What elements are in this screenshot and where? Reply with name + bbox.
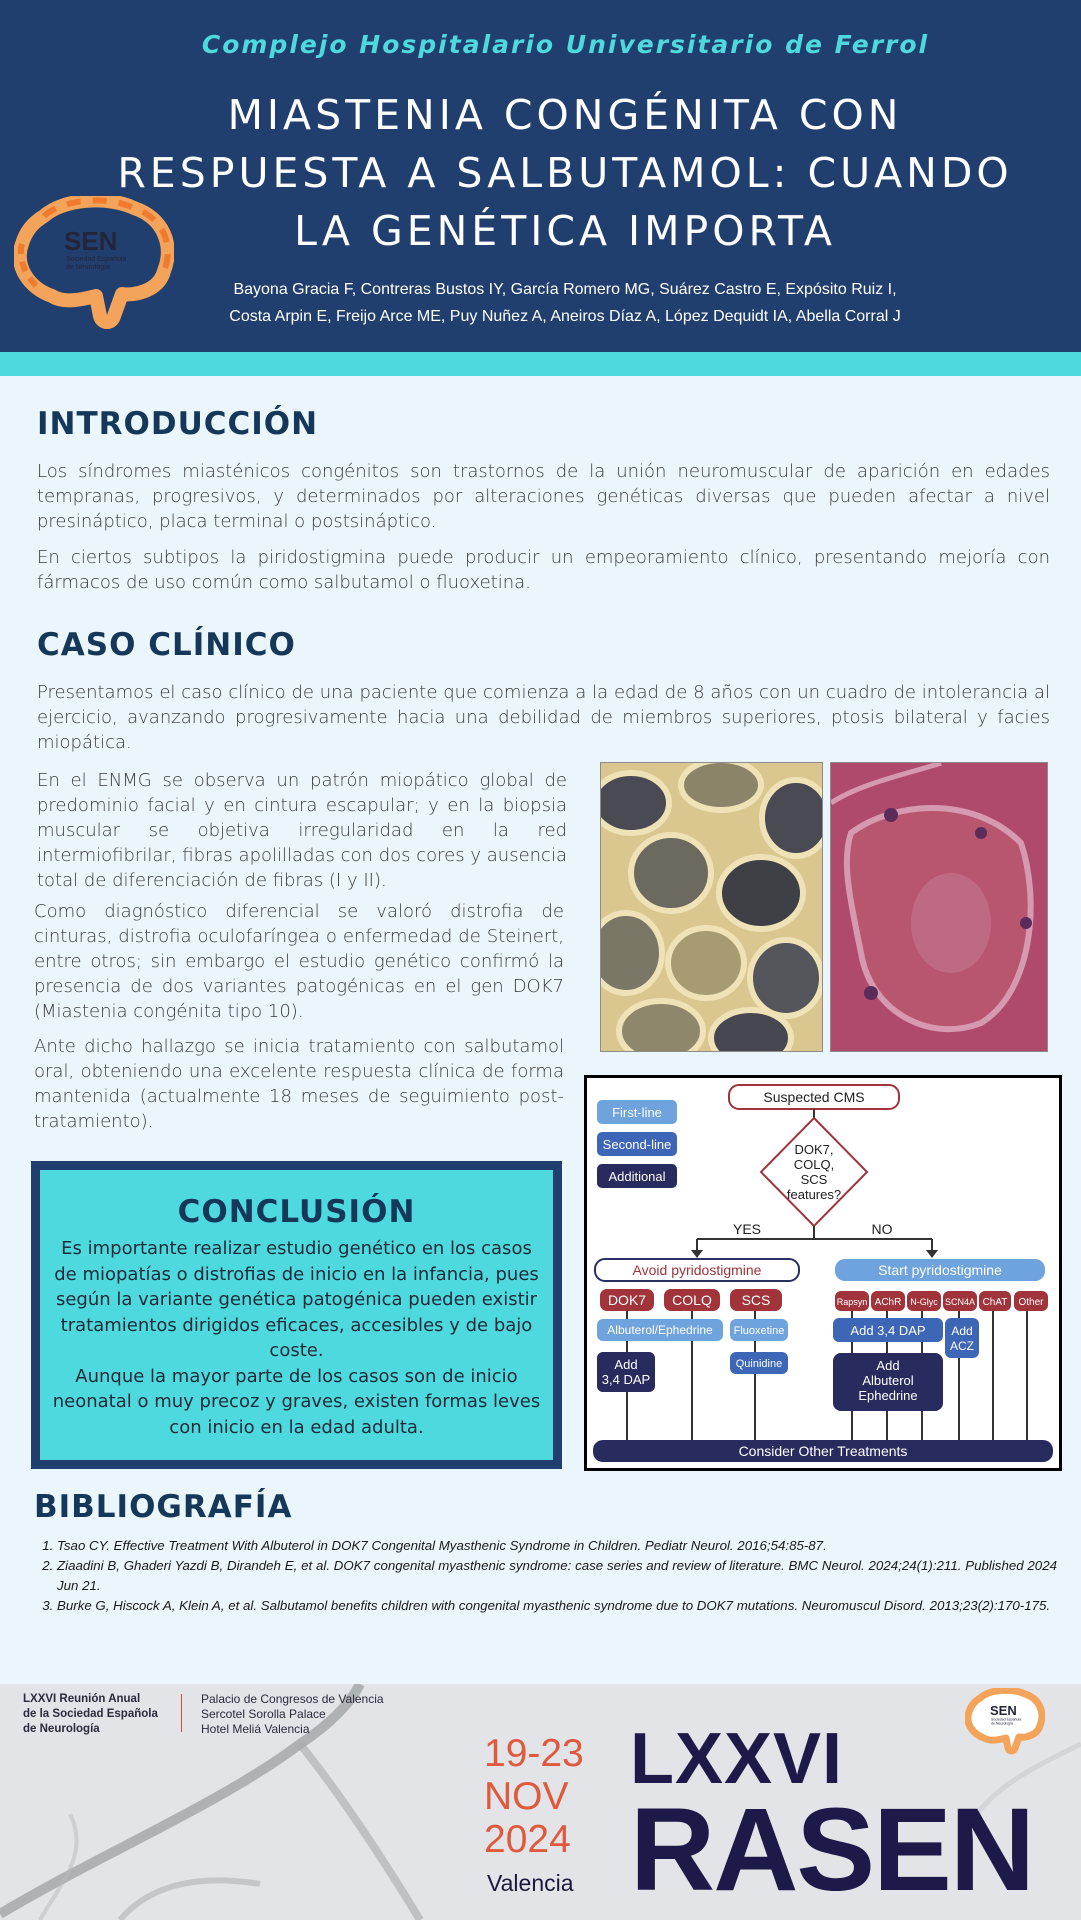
start-pyridostigmine-node: Start pyridostigmine	[878, 1262, 1002, 1278]
add-acz-line-1: Add	[951, 1324, 972, 1338]
header-accent-band	[0, 352, 1081, 376]
footer-logo-text: SEN	[990, 1703, 1017, 1718]
venue-2: Sercotel Sorolla Palace	[201, 1707, 326, 1721]
header: Complejo Hospitalario Universitario de F…	[0, 0, 1081, 352]
intro-paragraph-2: En ciertos subtipos la piridostigmina pu…	[37, 547, 1050, 593]
conclusion-box: CONCLUSIÓN Es importante realizar estudi…	[31, 1161, 562, 1469]
authors-line-1: Bayona Gracia F, Contreras Bustos IY, Ga…	[233, 281, 897, 298]
gene-chat: ChAT	[983, 1297, 1008, 1308]
add-dap-left-line-2: 3,4 DAP	[602, 1372, 650, 1387]
muscle-fibers-image	[601, 763, 822, 1051]
conclusion-title: CONCLUSIÓN	[177, 1194, 416, 1230]
authors: Bayona Gracia F, Contreras Bustos IY, Ga…	[150, 276, 980, 330]
gene-rapsyn: Rapsyn	[837, 1297, 868, 1307]
conclusion-paragraph-1: Es importante realizar estudio genético …	[54, 1238, 539, 1361]
footer-venues: Palacio de Congresos de Valencia Sercote…	[201, 1692, 384, 1737]
footer-logo-subtext: Sociedad Española de Neurología	[991, 1718, 1022, 1726]
add-dap-left-line-1: Add	[614, 1357, 637, 1372]
diamond-line-4: features?	[787, 1187, 841, 1202]
org-line-1: LXXVI Reunión Anual	[23, 1693, 141, 1705]
reference-item: Burke G, Hiscock A, Klein A, et al. Salb…	[57, 1596, 1057, 1616]
case-paragraph-1: Presentamos el caso clínico de una pacie…	[37, 682, 1050, 753]
event-name: RASEN	[630, 1784, 1035, 1916]
footer-separator	[181, 1694, 182, 1732]
flowchart-diagram: First-line Second-line Additional Suspec…	[593, 1084, 1053, 1462]
hospital-name: Complejo Hospitalario Universitario de F…	[201, 30, 930, 59]
intro-title: INTRODUCCIÓN	[37, 406, 319, 442]
event-days: 19-23	[484, 1732, 584, 1775]
gene-n-glyc: N-Glyc	[910, 1297, 938, 1307]
neuron-background-image	[0, 1684, 1081, 1920]
logo-subtext: Sociedad Española de Neurología	[66, 256, 127, 271]
biopsy-image-nadh	[600, 762, 823, 1052]
event-year: 2024	[484, 1818, 571, 1861]
footer-organization: LXXVI Reunión Anual de la Sociedad Españ…	[23, 1692, 158, 1737]
legend-first-line: First-line	[612, 1105, 662, 1120]
reference-item: Ziaadini B, Ghaderi Yazdi B, Dirandeh E,…	[57, 1556, 1057, 1596]
treatment-flowchart: First-line Second-line Additional Suspec…	[584, 1075, 1062, 1471]
venue-1: Palacio de Congresos de Valencia	[201, 1692, 384, 1706]
case-paragraph-2: En el ENMG se observa un patrón miopátic…	[37, 770, 567, 891]
footer-banner: LXXVI Reunión Anual de la Sociedad Españ…	[0, 1684, 1081, 1920]
event-month: NOV	[484, 1775, 569, 1818]
footer-sen-logo: SEN Sociedad Española de Neurología	[964, 1686, 1046, 1756]
legend-additional: Additional	[608, 1169, 665, 1184]
biblio-title: BIBLIOGRAFÍA	[34, 1489, 293, 1525]
org-line-3: de Neurología	[23, 1723, 100, 1735]
case-title: CASO CLÍNICO	[37, 627, 296, 663]
gene-scn4a: SCN4A	[945, 1297, 975, 1307]
gene-dok7: DOK7	[608, 1292, 646, 1308]
event-dates: 19-23 NOV 2024	[484, 1732, 584, 1861]
case-paragraph-3: Como diagnóstico diferencial se valoró d…	[34, 901, 564, 1022]
conclusion-paragraph-2: Aunque la mayor parte de los casos son d…	[52, 1365, 541, 1438]
albuterol-ephedrine-node: Albuterol/Ephedrine	[607, 1323, 713, 1337]
reference-list: Tsao CY. Effective Treatment With Albute…	[38, 1536, 1057, 1616]
sen-logo: SEN Sociedad Española de Neurología	[12, 193, 175, 331]
add-dap-right-node: Add 3,4 DAP	[850, 1323, 925, 1338]
no-label: NO	[872, 1221, 893, 1237]
yes-label: YES	[733, 1221, 761, 1237]
avoid-pyridostigmine-node: Avoid pyridostigmine	[633, 1262, 762, 1278]
intro-paragraph-1: Los síndromes miasténicos congénitos son…	[37, 461, 1050, 532]
brain-icon	[964, 1686, 1046, 1755]
biopsy-image-he	[830, 762, 1048, 1052]
consider-other-treatments-node: Consider Other Treatments	[739, 1443, 908, 1459]
logo-text: SEN	[64, 226, 118, 256]
case-paragraph-4: Ante dicho hallazgo se inicia tratamient…	[34, 1036, 564, 1132]
gene-other: Other	[1018, 1297, 1044, 1308]
venue-3: Hotel Meliá Valencia	[201, 1722, 310, 1736]
quinidine-node: Quinidine	[736, 1358, 782, 1370]
add-albuterol-line-2: Albuterol	[862, 1373, 913, 1388]
gene-achr: AChR	[875, 1297, 902, 1308]
event-edition: LXXVI	[630, 1719, 844, 1799]
add-albuterol-line-1: Add	[876, 1358, 899, 1373]
authors-line-2: Costa Arpin E, Freijo Arce ME, Puy Nuñez…	[229, 308, 901, 325]
gene-scs: SCS	[742, 1292, 771, 1308]
suspected-cms-node: Suspected CMS	[763, 1089, 864, 1105]
poster-title: MIASTENIA CONGÉNITA CON RESPUESTA A SALB…	[117, 91, 1013, 255]
add-acz-line-2: ACZ	[950, 1339, 974, 1353]
conclusion-text: Es importante realizar estudio genético …	[52, 1236, 541, 1440]
event-city: Valencia	[487, 1870, 574, 1896]
add-albuterol-line-3: Ephedrine	[858, 1388, 917, 1403]
legend-second-line: Second-line	[603, 1137, 672, 1152]
org-line-2: de la Sociedad Española	[23, 1708, 158, 1720]
fluoxetine-node: Fluoxetine	[734, 1325, 785, 1337]
diamond-line-3: SCS	[801, 1172, 828, 1187]
diamond-line-1: DOK7,	[794, 1142, 833, 1157]
brain-icon	[12, 193, 175, 329]
gene-colq: COLQ	[672, 1292, 712, 1308]
diamond-line-2: COLQ,	[794, 1157, 834, 1172]
reference-item: Tsao CY. Effective Treatment With Albute…	[57, 1536, 1057, 1556]
conclusion-inner: CONCLUSIÓN Es importante realizar estudi…	[40, 1170, 553, 1460]
muscle-biopsy-image	[831, 763, 1047, 1051]
